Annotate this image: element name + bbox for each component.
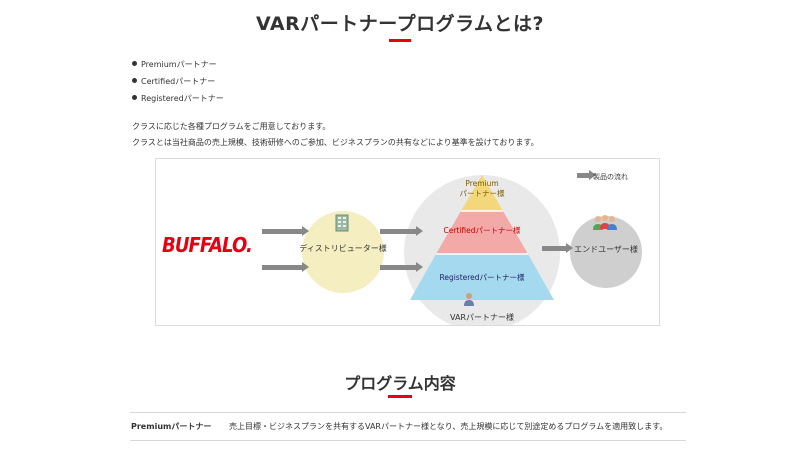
partner-flow-diagram: BUFFALO. 製品の流れ ディストリビューター様 Premium パートナー… — [155, 158, 660, 326]
var-partner-label: VARパートナー様 — [450, 313, 514, 322]
title-underline — [389, 39, 411, 42]
tier-list-item: Certifiedパートナー — [132, 73, 224, 90]
description: クラスに応じた各種プログラムをご用意しております。 クラスとは当社商品の売上規模… — [132, 119, 539, 151]
buffalo-logo: BUFFALO. — [162, 233, 253, 257]
building-icon — [335, 214, 349, 232]
program-name: Premiumパートナー — [131, 422, 212, 431]
pyramid-premium-line: Premium — [465, 179, 499, 188]
pyramid-registered-label: Registeredパートナー様 — [439, 273, 525, 282]
flow-arrow-icon — [262, 262, 309, 272]
description-line: クラスとは当社商品の売上規模、技術研修へのご参加、ビジネスプランの共有などにより… — [132, 138, 539, 147]
pyramid-premium-label: Premium パートナー様 — [442, 179, 522, 199]
partner-pyramid — [410, 175, 554, 300]
pyramid-certified-label: Certifiedパートナー様 — [443, 226, 521, 235]
flow-arrow-icon — [380, 226, 423, 236]
bullet-icon — [132, 61, 137, 66]
tier-label: Certifiedパートナー — [141, 77, 216, 86]
tier-list-item: Registeredパートナー — [132, 90, 224, 107]
table-divider — [130, 440, 686, 441]
legend-label: 製品の流れ — [593, 173, 628, 181]
flow-arrow-icon — [380, 262, 423, 272]
page-title: VARパートナープログラムとは? — [255, 13, 545, 35]
tier-list: Premiumパートナー Certifiedパートナー Registeredパー… — [132, 56, 224, 107]
end-user-label: エンドユーザー様 — [574, 245, 638, 254]
program-desc: 売上目標・ビジネスプランを共有するVARパートナー様となり、売上規模に応じて別途… — [229, 422, 668, 431]
flow-arrow-icon — [262, 226, 309, 236]
flow-arrow-icon — [542, 243, 573, 253]
bullet-icon — [132, 78, 137, 83]
section-title-underline — [388, 395, 412, 398]
legend-arrow-icon — [577, 170, 596, 180]
description-line: クラスに応じた各種プログラムをご用意しております。 — [132, 122, 331, 131]
bullet-icon — [132, 95, 137, 100]
people-group-icon — [593, 215, 617, 230]
tier-label: Registeredパートナー — [141, 94, 224, 103]
table-divider — [130, 412, 686, 413]
tier-list-item: Premiumパートナー — [132, 56, 224, 73]
distributor-label: ディストリビューター様 — [299, 244, 387, 253]
pyramid-premium-line: パートナー様 — [459, 189, 505, 198]
tier-label: Premiumパートナー — [141, 60, 217, 69]
person-icon — [464, 293, 474, 306]
section-title: プログラム内容 — [344, 374, 456, 393]
